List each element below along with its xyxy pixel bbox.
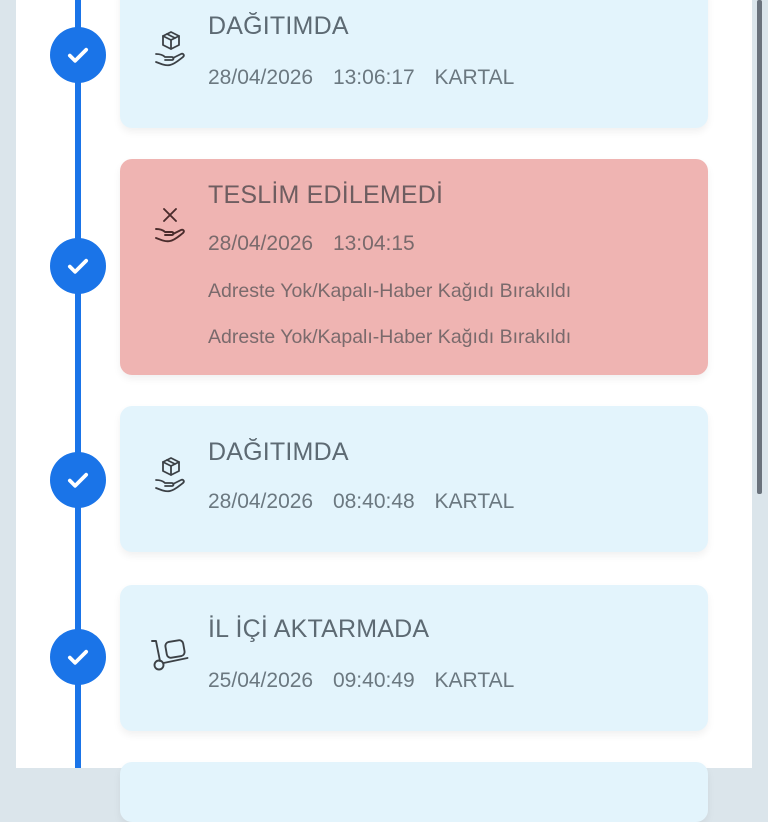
hand-truck-icon [150,635,190,679]
event-meta: 28/04/2026 13:06:17 KARTAL [208,66,528,90]
hand-package-icon [150,452,190,496]
event-date: 28/04/2026 [208,232,314,255]
event-status: TESLİM EDİLEMEDİ [208,181,444,209]
timeline-line [75,0,81,768]
event-time: 09:40:49 [332,669,415,692]
timeline-event-card[interactable]: DAĞITIMDA 28/04/2026 08:40:48 KARTAL [120,406,708,552]
event-location: KARTAL [434,669,515,692]
check-circle-icon [50,452,106,508]
check-circle-icon [50,238,106,294]
event-time: 13:04:15 [332,232,415,255]
hand-x-icon [150,205,190,249]
event-time: 13:06:17 [332,66,415,89]
check-circle-icon [50,27,106,83]
event-location: KARTAL [434,66,515,89]
timeline-event-card[interactable]: İL İÇİ AKTARMADA 25/04/2026 09:40:49 KAR… [120,585,708,731]
event-status: İL İÇİ AKTARMADA [208,615,430,643]
event-status: DAĞITIMDA [208,438,349,466]
event-status: DAĞITIMDA [208,12,349,40]
scrollbar-thumb[interactable] [757,0,762,494]
event-date: 28/04/2026 [208,66,314,89]
event-time: 08:40:48 [332,490,415,513]
timeline-event-card[interactable]: DAĞITIMDA 28/04/2026 13:06:17 KARTAL [120,0,708,128]
event-date: 25/04/2026 [208,669,314,692]
event-meta: 28/04/2026 13:04:15 [208,232,429,256]
event-location: KARTAL [434,490,515,513]
event-note: Adreste Yok/Kapalı-Haber Kağıdı Bırakıld… [208,280,572,302]
event-note: Adreste Yok/Kapalı-Haber Kağıdı Bırakıld… [208,326,572,348]
hand-package-icon [150,26,190,70]
event-meta: 25/04/2026 09:40:49 KARTAL [208,669,528,693]
event-meta: 28/04/2026 08:40:48 KARTAL [208,490,528,514]
timeline-event-card-failed[interactable]: TESLİM EDİLEMEDİ 28/04/2026 13:04:15 Adr… [120,159,708,375]
check-circle-icon [50,629,106,685]
timeline-event-card[interactable] [120,762,708,822]
event-date: 28/04/2026 [208,490,314,513]
